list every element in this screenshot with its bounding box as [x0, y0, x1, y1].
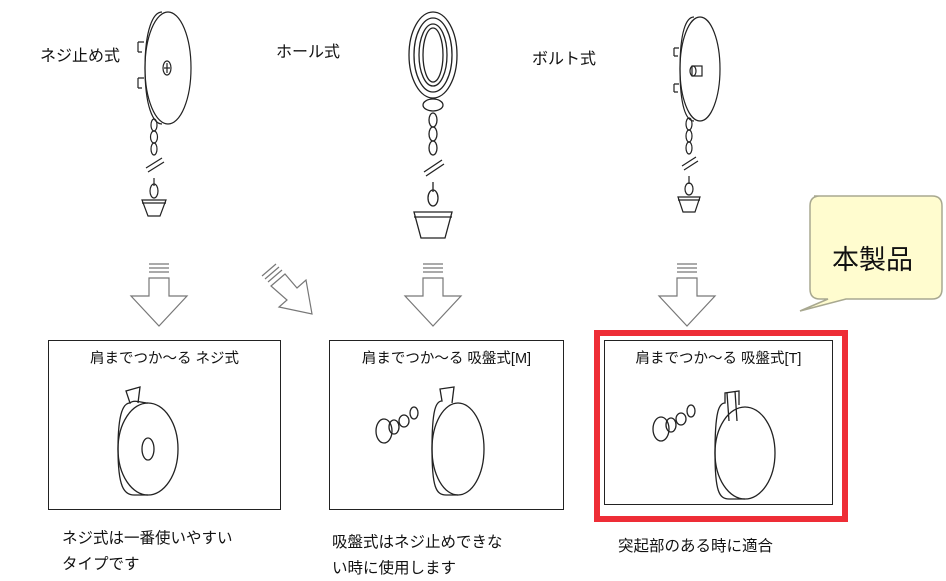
callout-bubble	[799, 195, 943, 312]
caption-line: タイプです	[62, 555, 140, 573]
caption-line: ネジ式は一番使いやすい	[62, 529, 233, 547]
suction-t-plug-drawing	[652, 390, 776, 500]
card-suction-m: 肩までつか〜る 吸盤式[M]	[329, 340, 564, 510]
caption-suction-m: 吸盤式はネジ止めできな い時に使用します	[332, 529, 503, 581]
arrow-down-icon	[129, 263, 189, 327]
caption-line: い時に使用します	[332, 559, 457, 577]
card-suction-t: 肩までつか〜る 吸盤式[T]	[604, 340, 833, 505]
highlight-frame	[594, 330, 848, 522]
screw-mount-plug-illustration	[137, 11, 192, 217]
type-label-screw-mount: ネジ止め式	[40, 46, 121, 65]
caption-line: 突起部のある時に適合	[618, 537, 774, 555]
type-label-bolt: ボルト式	[532, 49, 597, 68]
caption-screw-type: ネジ式は一番使いやすい タイプです	[62, 525, 233, 577]
suction-m-plug-drawing	[375, 386, 485, 496]
caption-line: 吸盤式はネジ止めできな	[332, 533, 503, 551]
card-title: 肩までつか〜る 吸盤式[T]	[635, 351, 802, 367]
type-label-hole: ホール式	[276, 42, 341, 61]
card-screw-type: 肩までつか〜る ネジ式	[48, 340, 281, 510]
arrow-diagonal-icon	[261, 263, 313, 315]
callout-text: 本製品	[832, 245, 913, 276]
card-title: 肩までつか〜る ネジ式	[89, 351, 240, 367]
caption-suction-t: 突起部のある時に適合	[618, 533, 773, 559]
bolt-plug-illustration	[673, 16, 721, 213]
card-title: 肩までつか〜る 吸盤式[M]	[361, 351, 532, 367]
arrow-down-icon	[403, 263, 463, 327]
arrow-down-icon	[657, 263, 717, 327]
hole-plug-illustration	[408, 11, 458, 239]
screw-type-plug-drawing	[117, 386, 179, 496]
